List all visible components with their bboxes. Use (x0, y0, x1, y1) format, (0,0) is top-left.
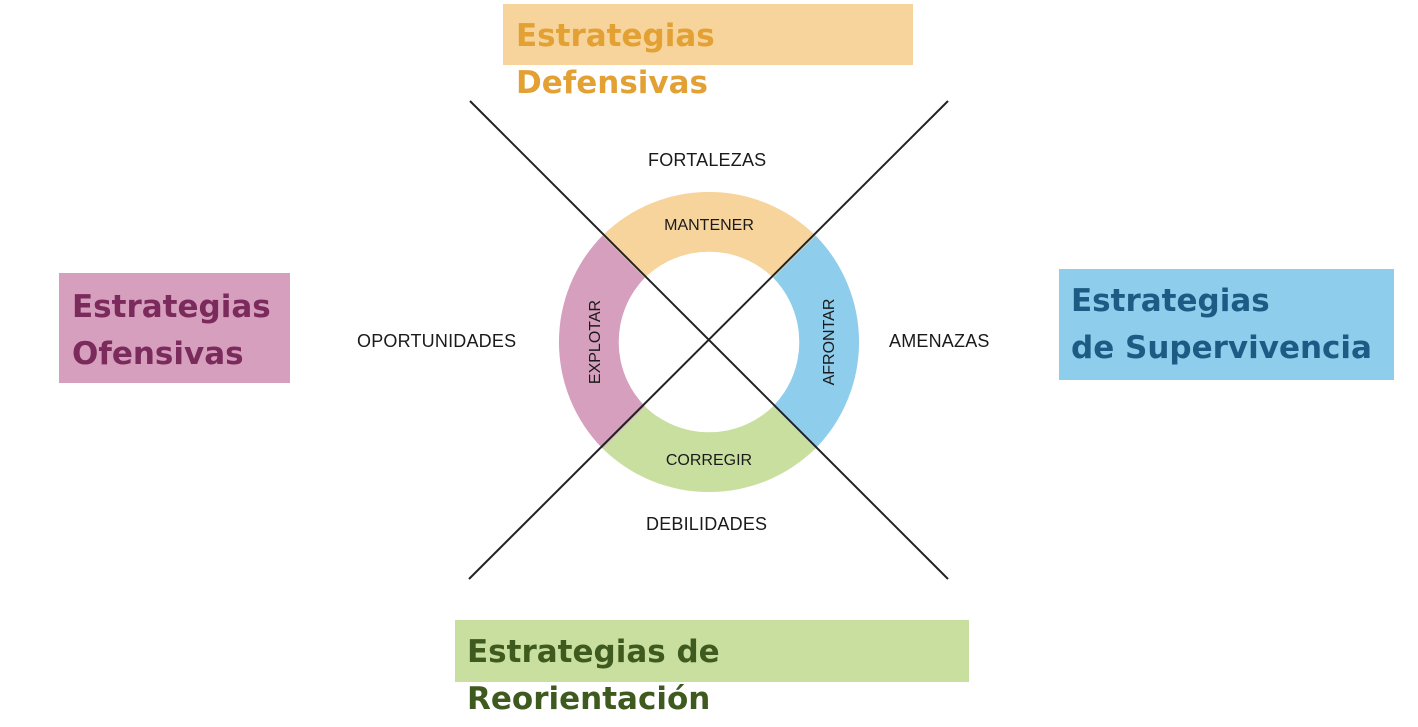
ring-label-confront: AFRONTAR (821, 299, 838, 386)
axis-label-threats: AMENAZAS (889, 331, 990, 351)
offensive-strategies-label-line2: Ofensivas (72, 335, 244, 372)
ring-segment-correct (602, 406, 816, 493)
axis-label-weaknesses: DEBILIDADES (646, 514, 768, 534)
offensive-strategies-box: Estrategias Ofensivas (59, 273, 290, 383)
reorientation-strategies-label: Estrategias de Reorientación (467, 634, 720, 717)
survival-strategies-label-line2: de Supervivencia (1071, 329, 1372, 366)
survival-strategies-box: Estrategias de Supervivencia (1059, 269, 1394, 380)
ring-segment-exploit (558, 235, 645, 449)
ring-segment-maintain (602, 191, 816, 278)
axis-label-strengths: FORTALEZAS (648, 150, 767, 170)
axis-label-opportunities: OPORTUNIDADES (357, 331, 517, 351)
ring-label-correct: CORREGIR (666, 452, 752, 469)
defensive-strategies-box: Estrategias Defensivas (503, 4, 913, 101)
ring-label-maintain: MANTENER (664, 217, 754, 234)
survival-strategies-label-line1: Estrategias (1071, 283, 1270, 319)
diagonal-line-tr-bl (468, 100, 949, 580)
defensive-strategies-label: Estrategias Defensivas (516, 18, 715, 101)
ring-segment-confront (773, 235, 860, 449)
reorientation-strategies-box: Estrategias de Reorientación (455, 620, 969, 717)
ring-label-exploit: EXPLOTAR (587, 300, 604, 384)
offensive-strategies-label-line1: Estrategias (72, 289, 271, 325)
